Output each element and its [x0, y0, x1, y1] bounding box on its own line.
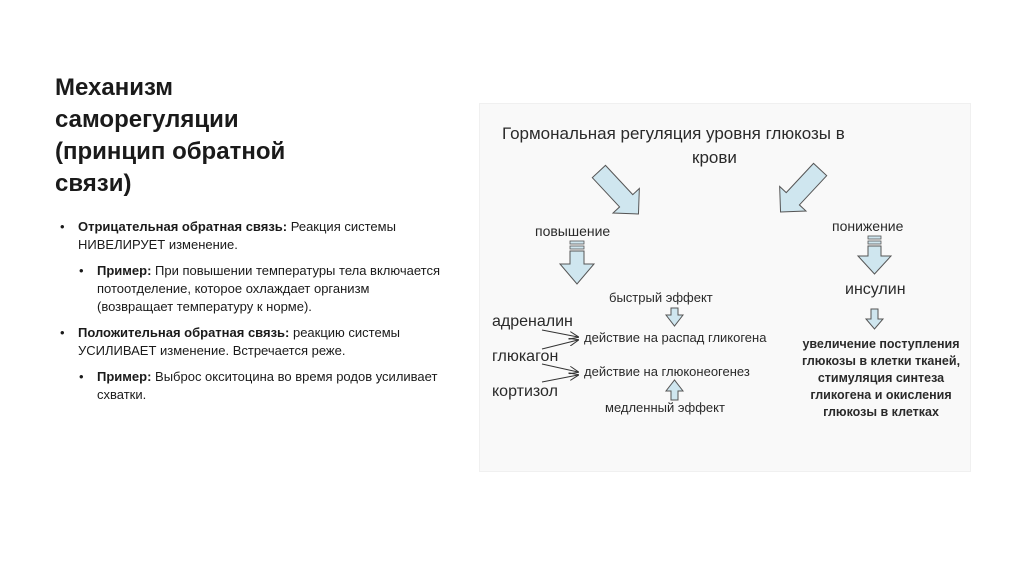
label-decrease: понижение [832, 218, 904, 234]
bullet-list: Отрицательная обратная связь: Реакция си… [60, 218, 440, 412]
action-gluconeogenesis: действие на глюконеогенез [584, 364, 750, 379]
diagram-title-line2: крови [692, 148, 737, 167]
insulin-effect-text: увеличение поступления глюкозы в клетки … [802, 337, 960, 419]
bullet-label: Пример: [97, 369, 152, 384]
diagram-title-line1: Гормональная регуляция уровня глюкозы в [502, 124, 845, 143]
insulin-effect-line: увеличение поступления [802, 337, 959, 351]
action-glycogen-breakdown: действие на распад гликогена [584, 330, 767, 345]
insulin-effect-line: глюкозы в клетках [823, 405, 939, 419]
bullet-text: реакцию системы УСИЛИВАЕТ изменение. Вст… [78, 325, 400, 358]
arrow-down-increase-icon [558, 240, 596, 285]
label-increase: повышение [535, 223, 610, 239]
arrow-down-decrease-icon [856, 235, 893, 275]
glucose-regulation-diagram: Гормональная регуляция уровня глюкозы в … [479, 103, 971, 472]
bullet-label: Пример: [97, 263, 152, 278]
hormone-cortisol: кортизол [492, 383, 558, 400]
hormone-adrenaline: адреналин [492, 313, 573, 330]
bullet-positive-example: Пример: Выброс окситоцина во время родов… [60, 368, 440, 404]
bullet-text: Реакция системы НИВЕЛИРУЕТ изменение. [78, 219, 396, 252]
insulin-effect-line: стимуляция синтеза [818, 371, 945, 385]
arrow-insulin-effect-icon [864, 308, 885, 330]
bullet-label: Положительная обратная связь: [78, 325, 290, 340]
bullet-negative-example: Пример: При повышении температуры тела в… [60, 262, 440, 316]
connector-arrows [541, 329, 578, 383]
label-fast-effect: быстрый эффект [609, 290, 713, 305]
bullet-negative-feedback: Отрицательная обратная связь: Реакция си… [60, 218, 440, 254]
slide-title: Механизм саморегуляции (принцип обратной… [55, 74, 286, 197]
hormone-glucagon: глюкагон [492, 348, 558, 365]
insulin-effect-line: гликогена и окисления [810, 388, 951, 402]
bullet-label: Отрицательная обратная связь: [78, 219, 288, 234]
diagram-canvas: Гормональная регуляция уровня глюкозы в … [492, 124, 960, 419]
arrow-to-decrease-icon [779, 162, 828, 213]
label-slow-effect: медленный эффект [605, 400, 725, 415]
hormone-insulin: инсулин [845, 281, 906, 298]
arrow-fast-effect-icon [664, 307, 685, 327]
bullet-text: При повышении температуры тела включаетс… [97, 263, 440, 314]
bullet-text: Выброс окситоцина во время родов усилива… [97, 369, 438, 402]
bullet-positive-feedback: Положительная обратная связь: реакцию си… [60, 324, 440, 360]
arrow-to-increase-icon [591, 164, 640, 215]
arrow-slow-effect-icon [664, 379, 685, 401]
insulin-effect-line: глюкозы в клетки тканей, [802, 354, 960, 368]
